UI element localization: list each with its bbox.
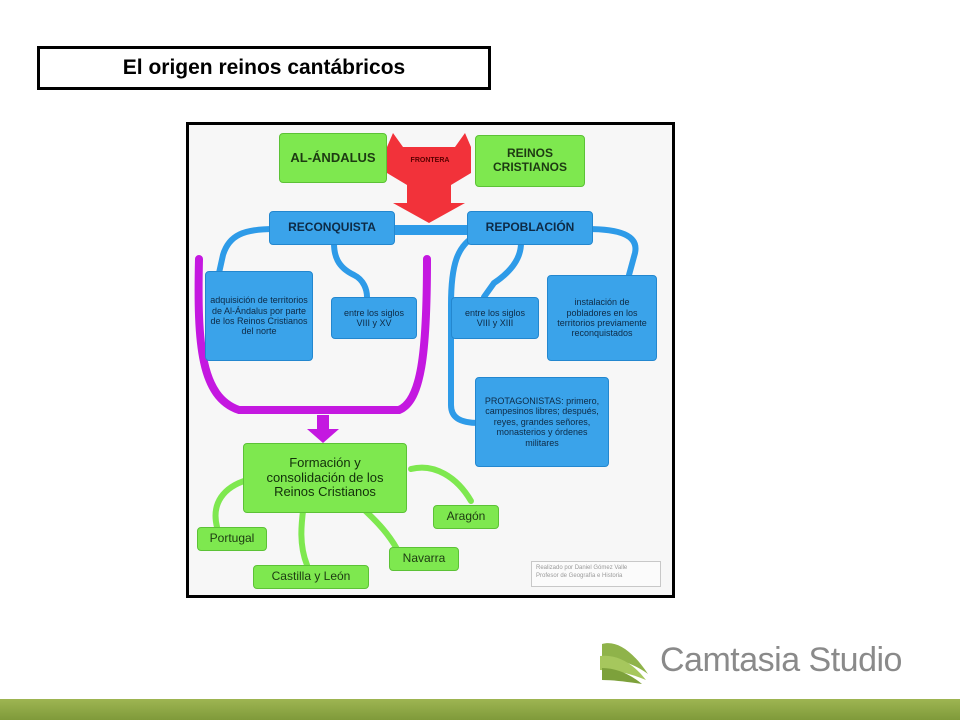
camtasia-leaf-icon — [600, 643, 648, 684]
castilla-leon-node: Castilla y León — [253, 565, 369, 589]
repoblacion-definition-node: instalación de pobladores en los territo… — [547, 275, 657, 361]
al-andalus-node: AL-ÁNDALUS — [279, 133, 387, 183]
camtasia-logo: Camtasia Studio — [598, 634, 918, 686]
concept-map: FRONTERA AL-ÁNDALUS REINOS CRISTIANOS RE… — [186, 122, 675, 598]
reconquista-node: RECONQUISTA — [269, 211, 395, 245]
protagonistas-node: PROTAGONISTAS: primero, campesinos libre… — [475, 377, 609, 467]
repoblacion-period-node: entre los siglos VIII y XIII — [451, 297, 539, 339]
frontera-arrow — [387, 133, 471, 223]
purple-bracket — [194, 255, 431, 414]
aragon-node: Aragón — [433, 505, 499, 529]
portugal-node: Portugal — [197, 527, 267, 551]
reconquista-repoblacion-link — [385, 225, 475, 235]
formacion-node: Formación y consolidación de los Reinos … — [243, 443, 407, 513]
navarra-node: Navarra — [389, 547, 459, 571]
author-credit: Realizado por Daniel Gómez Valle Profeso… — [531, 561, 661, 587]
footer-bar — [0, 699, 960, 720]
purple-arrow — [307, 415, 339, 443]
camtasia-logo-text: Camtasia Studio — [660, 641, 902, 679]
frontera-label: FRONTERA — [410, 157, 450, 164]
reconquista-definition-node: adquisición de territorios de Al-Ándalus… — [205, 271, 313, 361]
reconquista-period-node: entre los siglos VIII y XV — [331, 297, 417, 339]
credit-line-1: Realizado por Daniel Gómez Valle — [536, 565, 628, 571]
slide-title: El origen reinos cantábricos — [37, 46, 491, 90]
reinos-cristianos-node: REINOS CRISTIANOS — [475, 135, 585, 187]
credit-line-2: Profesor de Geografía e Historia — [536, 572, 623, 579]
repoblacion-node: REPOBLACIÓN — [467, 211, 593, 245]
